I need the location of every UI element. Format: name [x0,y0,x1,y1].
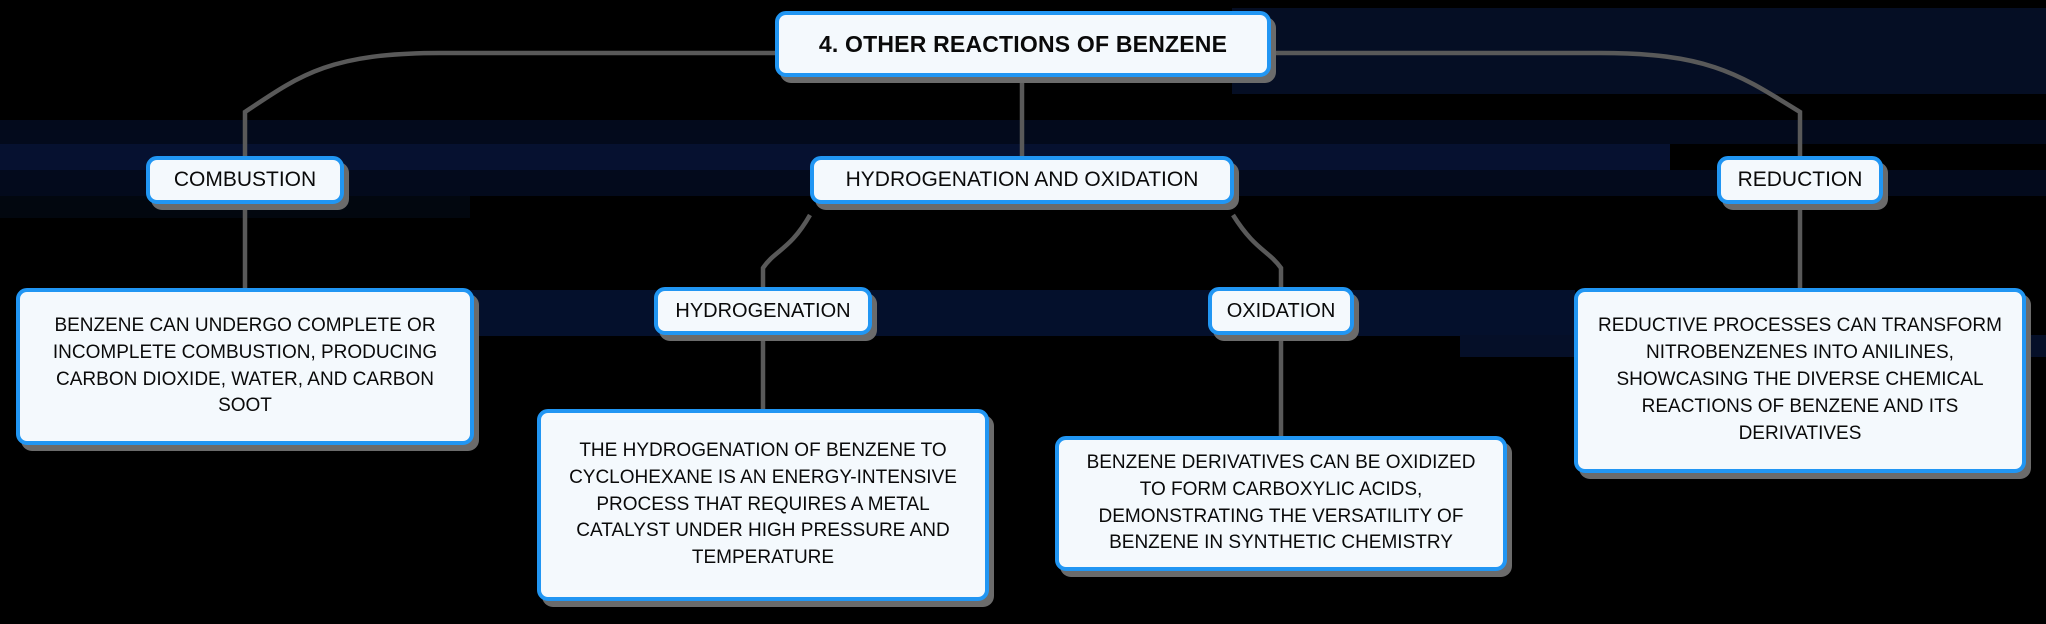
node-hydrogenation[interactable]: HYDROGENATION [654,287,872,335]
node-hydrogenation-and-oxidation-label: HYDROGENATION AND OXIDATION [845,168,1199,192]
node-hydrogenation-detail-text: THE HYDROGENATION OF BENZENE TO CYCLOHEX… [569,439,957,569]
node-reduction-detail[interactable]: REDUCTIVE PROCESSES CAN TRANSFORM NITROB… [1574,288,2026,473]
node-oxidation-detail-text: BENZENE DERIVATIVES CAN BE OXIDIZED TO F… [1086,451,1476,554]
node-hydrogenation-and-oxidation[interactable]: HYDROGENATION AND OXIDATION [810,156,1234,204]
connector-root-to-reduction [1271,50,1803,156]
connector-hydroxid-to-oxidation [1231,213,1284,290]
node-combustion[interactable]: COMBUSTION [146,156,344,204]
node-root[interactable]: 4. OTHER REACTIONS OF BENZENE [775,11,1271,77]
node-oxidation[interactable]: OXIDATION [1208,287,1354,335]
node-oxidation-label: OXIDATION [1226,299,1336,322]
connector-hydroxid-to-hydrogenation [760,213,812,290]
node-oxidation-detail[interactable]: BENZENE DERIVATIVES CAN BE OXIDIZED TO F… [1055,436,1507,571]
node-root-label: 4. OTHER REACTIONS OF BENZENE [818,30,1228,57]
node-combustion-detail-text: BENZENE CAN UNDERGO COMPLETE OR INCOMPLE… [52,314,438,417]
node-combustion-detail[interactable]: BENZENE CAN UNDERGO COMPLETE OR INCOMPLE… [16,288,474,445]
node-hydrogenation-label: HYDROGENATION [675,299,851,322]
node-combustion-label: COMBUSTION [173,168,317,192]
node-reduction-label: REDUCTION [1737,168,1863,192]
node-reduction[interactable]: REDUCTION [1717,156,1883,204]
connector-root-to-combustion [242,50,775,156]
node-hydrogenation-detail[interactable]: THE HYDROGENATION OF BENZENE TO CYCLOHEX… [537,409,989,601]
node-reduction-detail-text: REDUCTIVE PROCESSES CAN TRANSFORM NITROB… [1598,315,2002,444]
